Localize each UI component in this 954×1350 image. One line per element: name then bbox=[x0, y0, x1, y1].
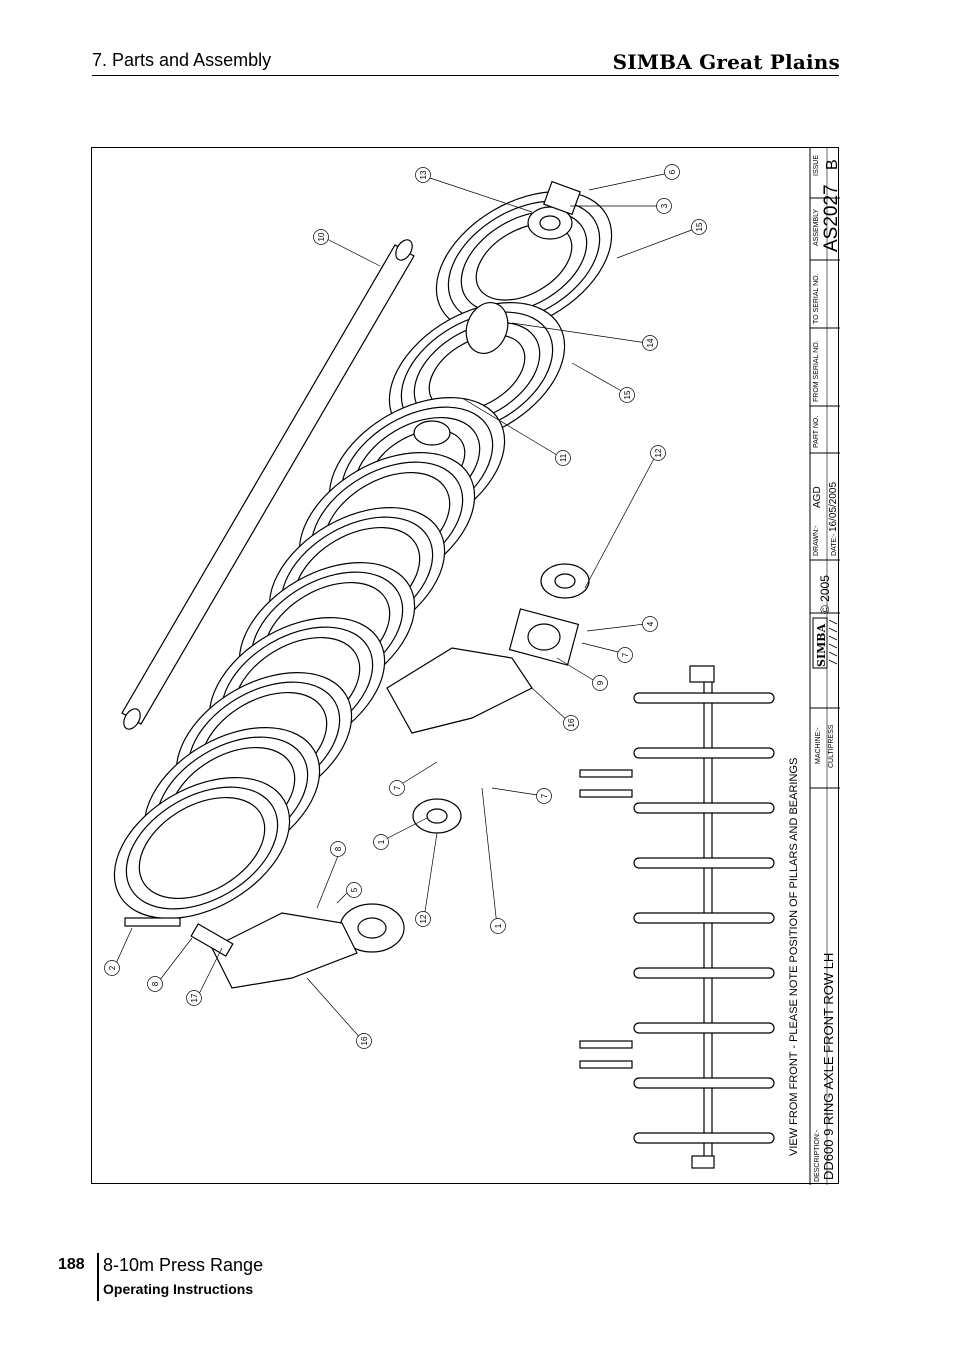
footer-divider bbox=[97, 1253, 99, 1301]
bearing-assemblies bbox=[339, 563, 590, 953]
header-rule bbox=[92, 75, 839, 76]
description-label: DESCRIPTION:- bbox=[814, 1129, 821, 1182]
callout-9: 9 bbox=[596, 680, 605, 685]
callout-4: 4 bbox=[646, 621, 655, 626]
callout-7-a: 7 bbox=[621, 652, 630, 657]
callout-6: 6 bbox=[668, 169, 677, 174]
brand-logo: SIMBA Great Plains bbox=[612, 50, 840, 74]
callout-12-b: 12 bbox=[419, 914, 428, 923]
header-section-title: 7. Parts and Assembly bbox=[92, 50, 272, 70]
callout-16-a: 16 bbox=[567, 718, 576, 727]
callout-2: 2 bbox=[108, 965, 117, 970]
assembly-number: AS2027 bbox=[821, 184, 840, 252]
callout-8-a: 8 bbox=[334, 846, 343, 851]
issue-label: ISSUE bbox=[813, 155, 820, 176]
machine-value: CULTIPRESS bbox=[828, 724, 835, 768]
callout-13: 13 bbox=[419, 170, 428, 179]
callout-16-b: 16 bbox=[360, 1036, 369, 1045]
callout-14: 14 bbox=[646, 338, 655, 347]
copyright-text: © 2005 bbox=[818, 575, 832, 614]
callout-12-a: 12 bbox=[654, 448, 663, 457]
logo-text: SIMBA bbox=[815, 623, 828, 667]
description-value: DD600 9 RING AXLE FRONT ROW LH bbox=[821, 953, 836, 1180]
callout-5: 5 bbox=[350, 887, 359, 892]
drawn-value: AGD bbox=[812, 486, 823, 508]
date-label: DATE:- bbox=[831, 533, 838, 556]
title-block: ISSUE B ASSEMBLY AS2027 TO SERIAL NO. FR… bbox=[809, 148, 840, 1185]
footer-subtitle: Operating Instructions bbox=[103, 1281, 254, 1297]
callout-8-b: 8 bbox=[151, 981, 160, 986]
callout-7-b: 7 bbox=[393, 785, 402, 790]
drawn-label: DRAWN:- bbox=[813, 525, 820, 556]
machine-label: MACHINE:- bbox=[815, 727, 822, 764]
simba-logo: SIMBA bbox=[812, 617, 838, 669]
to-serial-label: TO SERIAL NO. bbox=[813, 273, 820, 324]
side-elevation bbox=[579, 665, 775, 1169]
press-rings bbox=[113, 190, 613, 920]
callout-15-a: 15 bbox=[695, 222, 704, 231]
axle-shaft bbox=[121, 239, 415, 730]
assembly-label: ASSEMBLY bbox=[813, 208, 820, 246]
callout-7-c: 7 bbox=[540, 793, 549, 798]
callout-3: 3 bbox=[660, 203, 669, 208]
view-note: VIEW FROM FRONT - PLEASE NOTE POSITION O… bbox=[788, 758, 800, 1156]
callout-17: 17 bbox=[190, 993, 199, 1002]
pillar-brackets bbox=[124, 647, 533, 989]
page-number: 188 bbox=[58, 1256, 85, 1273]
assembly-drawing: ISSUE B ASSEMBLY AS2027 TO SERIAL NO. FR… bbox=[91, 147, 840, 1185]
footer-title: 8-10m Press Range bbox=[103, 1255, 264, 1275]
callout-11: 11 bbox=[559, 453, 568, 462]
date-value: 16/05/2005 bbox=[828, 482, 839, 532]
callout-1-a: 1 bbox=[377, 839, 386, 844]
callout-10: 10 bbox=[317, 232, 326, 241]
from-serial-label: FROM SERIAL NO. bbox=[813, 340, 820, 402]
callout-numbers: 13 6 3 15 10 14 15 11 12 4 7 9 16 7 7 1 … bbox=[104, 164, 707, 1049]
callout-15-b: 15 bbox=[623, 390, 632, 399]
issue-value: B bbox=[824, 159, 840, 170]
callout-1-b: 1 bbox=[494, 923, 503, 928]
part-no-label: PART NO. bbox=[813, 416, 820, 448]
